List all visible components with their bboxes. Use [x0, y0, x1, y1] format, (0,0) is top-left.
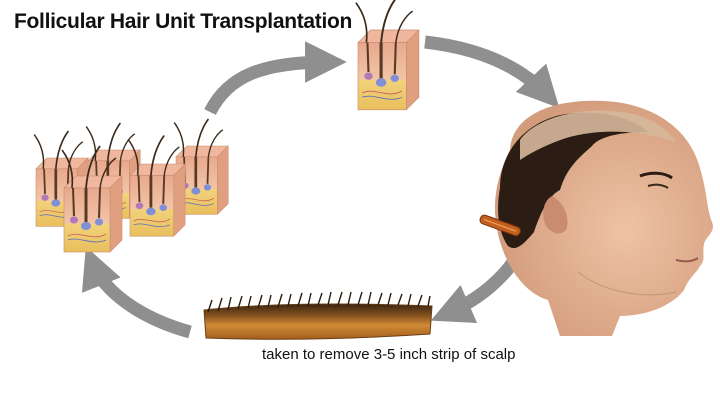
diagram-caption: taken to remove 3-5 inch strip of scalp	[262, 346, 516, 363]
head-profile-icon	[479, 100, 713, 336]
cycle-arrow-icon	[81, 246, 192, 339]
cycle-arrow-icon	[204, 41, 347, 116]
cycle-arrow-icon	[424, 35, 560, 109]
skin-block-icon	[354, 0, 421, 112]
scalp-strip-icon	[203, 291, 433, 340]
diagram-title: Follicular Hair Unit Transplantation	[14, 10, 353, 33]
